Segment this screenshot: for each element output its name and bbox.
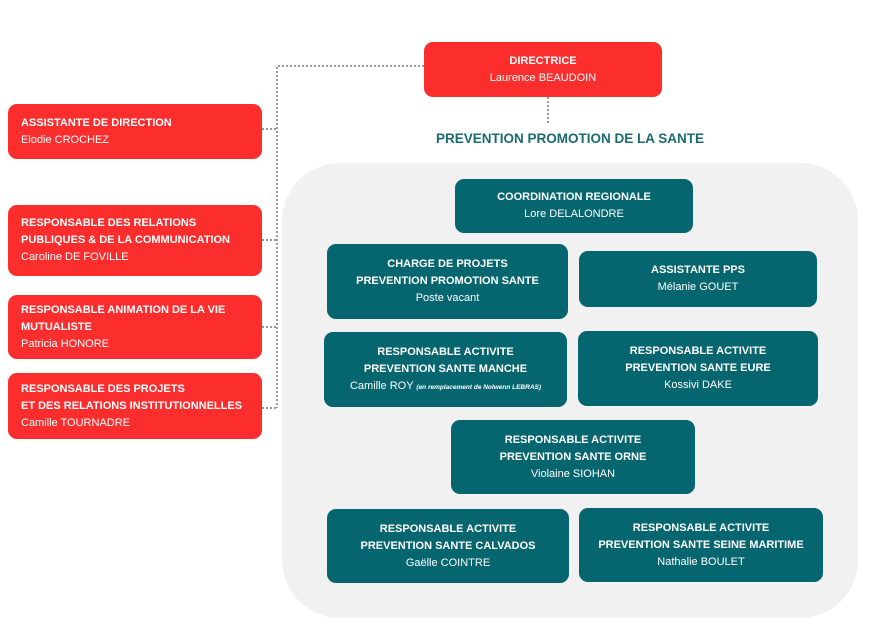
manche-manager-box: RESPONSABLE ACTIVITE PREVENTION SANTE MA… — [324, 332, 567, 407]
eure-manager-name: Kossivi DAKE — [664, 379, 732, 391]
assistant-direction-box: ASSISTANTE DE DIRECTION Elodie CROCHEZ — [8, 104, 262, 159]
seine-maritime-manager-title-line-1: RESPONSABLE ACTIVITE — [632, 521, 770, 534]
seine-maritime-manager-title-line-2: PREVENTION SANTE SEINE MARITIME — [598, 538, 804, 551]
seine-maritime-manager-box: RESPONSABLE ACTIVITE PREVENTION SANTE SE… — [579, 508, 823, 582]
calvados-manager-title-line-1: RESPONSABLE ACTIVITE — [379, 522, 517, 535]
regional-coordination-name: Lore DELALONDRE — [524, 208, 624, 220]
manche-manager-title-line-2: PREVENTION SANTE MANCHE — [363, 362, 528, 375]
director-title: DIRECTRICE — [509, 54, 577, 67]
institutional-projects-title-line-2: ET DES RELATIONS INSTITUTIONNELLES — [21, 399, 243, 412]
assistant-direction-title: ASSISTANTE DE DIRECTION — [21, 116, 172, 129]
orne-manager-box: RESPONSABLE ACTIVITE PREVENTION SANTE OR… — [451, 420, 695, 494]
pps-assistant-name: Mélanie GOUET — [657, 281, 739, 293]
project-officer-title-line-2: PREVENTION PROMOTION SANTE — [356, 275, 539, 287]
section-title: PREVENTION PROMOTION DE LA SANTE — [435, 131, 705, 146]
communication-manager-name: Caroline DE FOVILLE — [21, 251, 129, 263]
mutualist-animation-name: Patricia HONORE — [21, 337, 110, 350]
communication-manager-title-line-1: RESPONSABLE DES RELATIONS — [21, 217, 197, 229]
regional-coordination-box: COORDINATION REGIONALE Lore DELALONDRE — [455, 179, 693, 233]
manche-manager-name: Camille ROY — [349, 379, 414, 392]
manche-manager-name-line: Camille ROY (en remplacement de Nolwenn … — [350, 378, 541, 396]
project-officer-title-line-1: CHARGE DE PROJETS — [387, 258, 508, 270]
regional-coordination-title: COORDINATION REGIONALE — [497, 191, 651, 203]
pps-assistant-box: ASSISTANTE PPS Mélanie GOUET — [579, 251, 817, 307]
director-box: DIRECTRICE Laurence BEAUDOIN — [424, 42, 662, 97]
orne-manager-title-line-2: PREVENTION SANTE ORNE — [499, 450, 647, 463]
institutional-projects-title-line-1: RESPONSABLE DES PROJETS — [21, 382, 185, 395]
director-name: Laurence BEAUDOIN — [489, 71, 597, 84]
orne-manager-name: Violaine SIOHAN — [530, 467, 616, 480]
manche-manager-title-line-1: RESPONSABLE ACTIVITE — [377, 345, 514, 358]
seine-maritime-manager-name: Nathalie BOULET — [657, 555, 745, 568]
institutional-projects-name: Camille TOURNADRE — [21, 416, 131, 429]
communication-manager-title-line-2: PUBLIQUES & DE LA COMMUNICATION — [21, 234, 230, 246]
manche-manager-note: (en remplacement de Nolwenn LEBRAS) — [416, 383, 542, 391]
eure-manager-title-line-2: PREVENTION SANTE EURE — [625, 362, 771, 374]
calvados-manager-name: Gaëlle COINTRE — [405, 556, 491, 569]
assistant-direction-name: Elodie CROCHEZ — [21, 133, 110, 146]
pps-assistant-title: ASSISTANTE PPS — [651, 264, 745, 276]
institutional-projects-box: RESPONSABLE DES PROJETS ET DES RELATIONS… — [8, 373, 262, 439]
communication-manager-box: RESPONSABLE DES RELATIONS PUBLIQUES & DE… — [8, 205, 262, 276]
calvados-manager-title-line-2: PREVENTION SANTE CALVADOS — [360, 539, 536, 552]
mutualist-animation-title-line-2: MUTUALISTE — [21, 320, 92, 333]
eure-manager-box: RESPONSABLE ACTIVITE PREVENTION SANTE EU… — [578, 331, 818, 406]
orne-manager-title-line-1: RESPONSABLE ACTIVITE — [504, 433, 642, 446]
project-officer-name: Poste vacant — [415, 292, 480, 304]
mutualist-animation-title-line-1: RESPONSABLE ANIMATION DE LA VIE — [21, 303, 226, 316]
mutualist-animation-box: RESPONSABLE ANIMATION DE LA VIE MUTUALIS… — [8, 295, 262, 359]
project-officer-box: CHARGE DE PROJETS PREVENTION PROMOTION S… — [327, 244, 568, 319]
calvados-manager-box: RESPONSABLE ACTIVITE PREVENTION SANTE CA… — [327, 509, 569, 583]
eure-manager-title-line-1: RESPONSABLE ACTIVITE — [629, 345, 767, 357]
connector-director-to-trunk — [276, 65, 424, 408]
